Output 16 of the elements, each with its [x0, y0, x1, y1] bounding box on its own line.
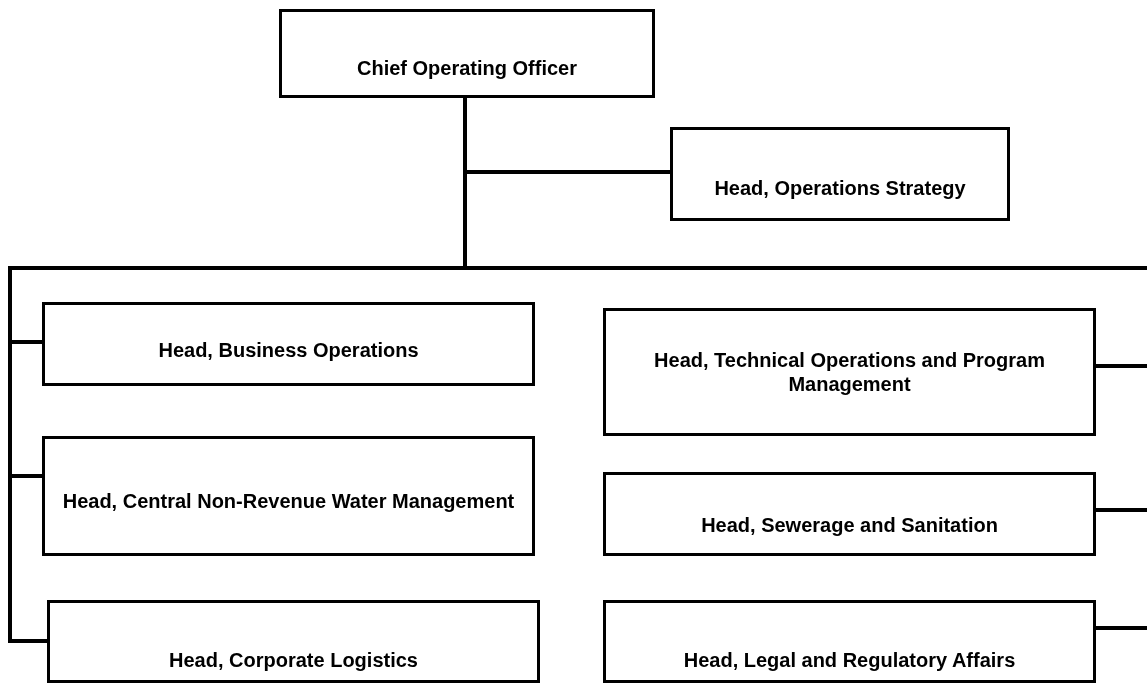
- position-box: [670, 127, 1010, 221]
- position-box: [42, 302, 535, 386]
- position-title: Head, Legal and Regulatory Affairs: [682, 647, 1017, 672]
- position-title: Head, Technical Operations and Program Management: [653, 348, 1046, 396]
- position-box: [603, 308, 1096, 436]
- position-box: [603, 472, 1096, 556]
- position-box: [47, 600, 540, 683]
- position-title: Head, Corporate Logistics: [168, 647, 419, 672]
- position-title: Head, Business Operations: [157, 338, 420, 362]
- position-box: [279, 9, 655, 98]
- position-box: [42, 436, 535, 556]
- position-title: Head, Sewerage and Sanitation: [700, 513, 999, 537]
- position-title: Head, Central Non-Revenue Water Management: [61, 489, 516, 513]
- position-title: Chief Operating Officer: [356, 55, 578, 80]
- position-title: Head, Operations Strategy: [713, 176, 967, 200]
- position-box: [603, 600, 1096, 683]
